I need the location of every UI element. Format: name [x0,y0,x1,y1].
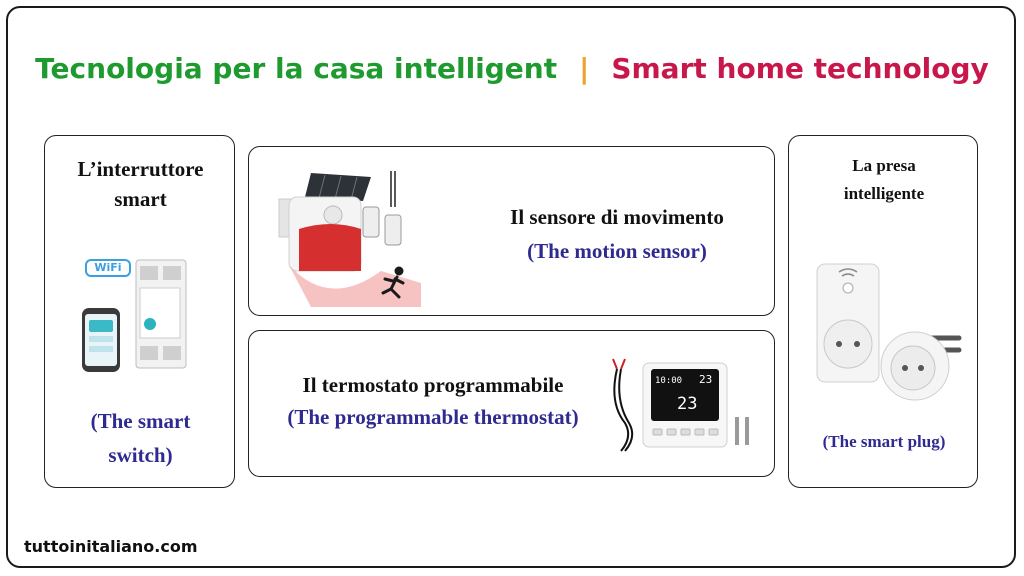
plug-italian-label: La presa intelligente [789,152,979,208]
motion-sensor-image [278,171,421,307]
switch-english-line2: switch) [108,443,173,467]
plug-english-label: (The smart plug) [822,432,946,451]
switch-italian-label: L’interruttore smart [45,154,236,214]
running-person-icon [381,266,405,299]
switch-italian-line2: smart [114,187,167,211]
svg-text:23: 23 [677,394,697,414]
switch-italian-line1: L’interruttore [77,157,204,181]
card-thermostat: Il termostato programmabile (The program… [248,330,775,477]
motion-italian-label: Il sensore di movimento [510,205,724,229]
title-separator: | [579,52,590,85]
card-motion-sensor: Il sensore di movimento (The motion sens… [248,146,775,316]
wifi-badge-icon: WiFi [85,259,131,277]
svg-text:10:00: 10:00 [655,376,682,386]
thermostat-english-label: (The programmable thermostat) [287,405,579,429]
plug-italian-line2: intelligente [843,184,925,203]
plug-italian-line1: La presa [852,156,916,175]
title-english: Smart home technology [611,52,989,85]
thermostat-image: 10:00 23 23 [612,358,749,452]
page-frame [6,6,1016,568]
smart-plug-image [816,263,962,401]
smart-switch-image [82,259,187,372]
thermostat-italian-label: Il termostato programmabile [302,373,564,397]
svg-text:23: 23 [699,373,712,386]
title-italian: Tecnologia per la casa intelligent [35,52,558,85]
footer-website: tuttoinitaliano.com [24,537,198,556]
motion-english-label: (The motion sensor) [527,239,707,263]
switch-english-label: (The smart switch) [45,404,236,472]
card-smart-switch: L’interruttore smart WiFi (The smart swi… [44,135,235,488]
page-title: Tecnologia per la casa intelligent | Smart… [0,52,1024,85]
card-smart-plug: La presa intelligente (The smart plug) [788,135,978,488]
switch-english-line1: (The smart [90,409,191,433]
